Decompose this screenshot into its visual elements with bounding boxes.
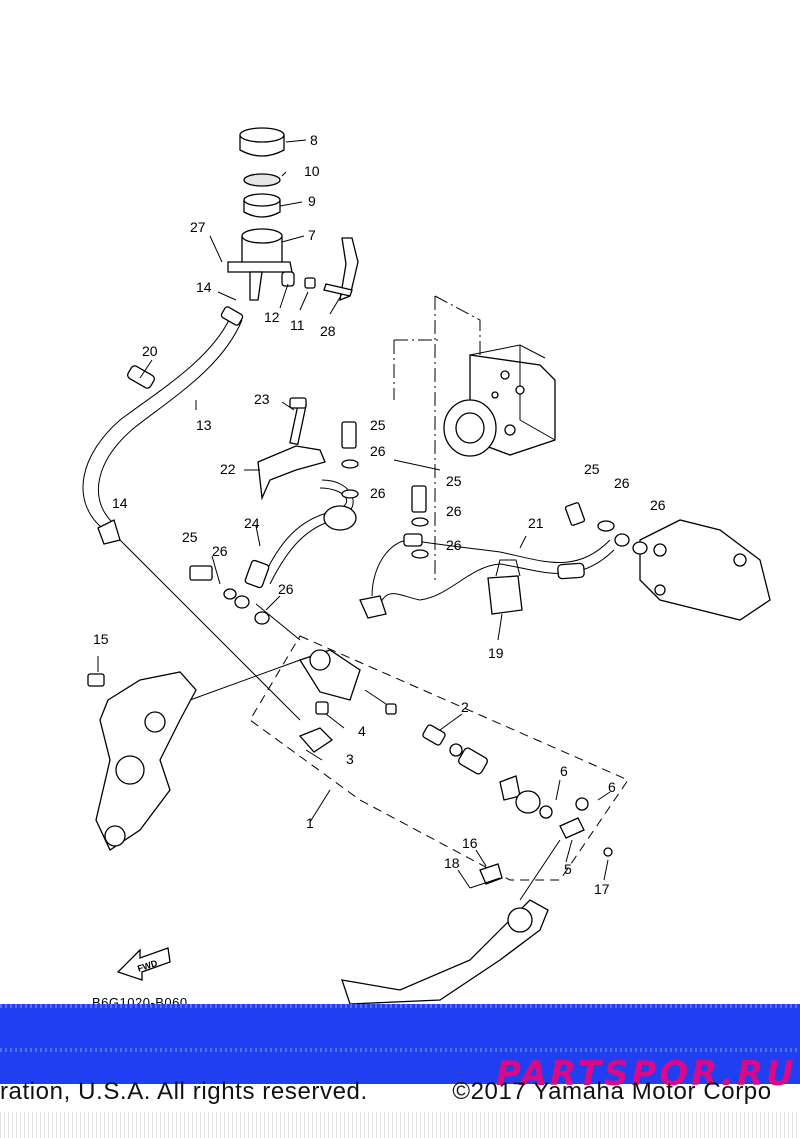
callout-9: 9 [308, 193, 316, 209]
caliper-right [639, 519, 771, 621]
callout-6a: 6 [560, 763, 568, 779]
callout-5: 5 [564, 861, 572, 877]
callout-26g: 26 [212, 543, 228, 559]
callout-26a: 26 [370, 443, 386, 459]
copper-washers [223, 459, 648, 625]
footrest-bracket [95, 671, 197, 851]
callout-26e: 26 [614, 475, 630, 491]
callout-25a: 25 [370, 417, 386, 433]
callout-26b: 26 [370, 485, 386, 501]
union-bolts [87, 421, 586, 687]
hose-bracket [257, 397, 326, 501]
callout-8: 8 [310, 132, 318, 148]
master-cylinder [249, 635, 629, 881]
callout-3: 3 [346, 751, 354, 767]
callout-10: 10 [304, 163, 320, 179]
callout-22: 22 [220, 461, 236, 477]
footer-band [0, 1004, 800, 1084]
callout-11: 11 [290, 317, 305, 333]
callout-24: 24 [244, 515, 260, 531]
callout-20: 20 [142, 343, 158, 359]
callout-1: 1 [306, 815, 314, 831]
callout-25c: 25 [584, 461, 600, 477]
callout-19: 19 [488, 645, 504, 661]
reservoir-hose [82, 306, 244, 545]
callout-25b: 25 [446, 473, 462, 489]
callout-6b: 6 [608, 779, 616, 795]
reservoir-bracket [281, 237, 359, 302]
callout-2: 2 [461, 699, 469, 715]
callout-23: 23 [254, 391, 270, 407]
bottom-noise [0, 1112, 800, 1138]
callout-17: 17 [594, 881, 610, 897]
callout-14a: 14 [196, 279, 212, 295]
callout-13: 13 [196, 417, 212, 433]
callout-leaders [97, 139, 611, 889]
watermark: PARTSPOR.RU [496, 1054, 797, 1094]
callout-26d: 26 [446, 537, 462, 553]
callout-12: 12 [264, 309, 280, 325]
callout-numbers: 1 2 3 4 5 6 6 7 8 9 10 11 12 13 14 14 15… [93, 132, 666, 897]
brake-pedal [341, 839, 561, 1005]
callout-26f: 26 [650, 497, 666, 513]
callout-25d: 25 [182, 529, 198, 545]
reservoir-cap [227, 127, 293, 301]
connection-lines [119, 459, 441, 721]
callout-7: 7 [308, 227, 316, 243]
copyright-line: oration, U.S.A. All rights reserved. ©20… [0, 1078, 800, 1106]
callout-28: 28 [320, 323, 336, 339]
callout-16: 16 [462, 835, 478, 851]
copyright-left: oration, U.S.A. All rights reserved. [0, 1078, 368, 1105]
abs-unit [393, 295, 556, 580]
callout-15: 15 [93, 631, 109, 647]
callout-4: 4 [358, 723, 366, 739]
callout-18: 18 [444, 855, 460, 871]
brake-hose-front [244, 479, 357, 589]
sensor-19 [487, 559, 523, 615]
callout-21: 21 [528, 515, 544, 531]
fwd-arrow: FWD [116, 947, 171, 981]
brake-hose-rear [359, 533, 615, 619]
callout-14b: 14 [112, 495, 128, 511]
copyright-right: ©2017 Yamaha Motor Corpo [452, 1078, 772, 1105]
callout-27: 27 [190, 219, 206, 235]
callout-26h: 26 [278, 581, 294, 597]
callout-26c: 26 [446, 503, 462, 519]
